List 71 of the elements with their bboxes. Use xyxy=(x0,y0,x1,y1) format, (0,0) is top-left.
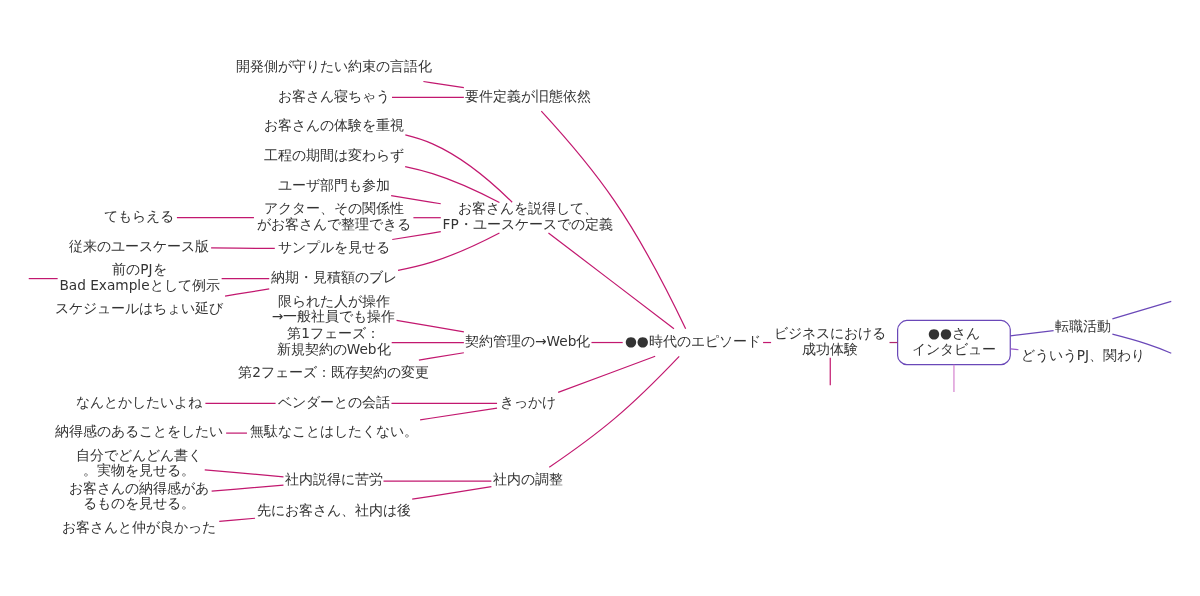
node-text: 工程の期間は変わらず xyxy=(263,147,404,164)
node-text: ベンダーとの会話 xyxy=(277,393,390,410)
connector xyxy=(411,486,492,500)
connector xyxy=(225,432,248,434)
connector xyxy=(548,355,680,468)
node-text: どういうPJ、関わり xyxy=(1020,347,1146,364)
connector xyxy=(397,232,501,271)
connector xyxy=(391,96,465,99)
connector xyxy=(218,517,256,522)
connector xyxy=(404,165,501,204)
node-text: なんとかしたいよね xyxy=(76,393,203,410)
node-text: アクター、その関係性がお客さんで整理できる xyxy=(256,200,411,232)
node-text: 先にお客さん、社内は後 xyxy=(256,501,411,518)
node-text: 社内の調整 xyxy=(492,471,563,488)
connector xyxy=(590,341,624,344)
connector xyxy=(391,341,465,344)
connector xyxy=(210,247,276,250)
node-text: ビジネスにおける成功体験 xyxy=(774,325,887,357)
connector xyxy=(224,288,270,297)
connector xyxy=(204,402,277,405)
connector xyxy=(1009,330,1055,337)
connector xyxy=(221,277,270,280)
connector xyxy=(422,80,465,89)
connector xyxy=(1111,300,1172,320)
node-text: きっかけ xyxy=(499,393,556,410)
connector xyxy=(540,110,687,330)
node-text: 自分でどんどん書く。実物を見せる。 xyxy=(76,447,203,479)
node-text: 開発側が守りたい約束の言語化 xyxy=(235,58,432,75)
node-text: 転職活動 xyxy=(1054,317,1111,334)
connector xyxy=(418,352,465,361)
node-text: 前のPJをBad Exampleとして例示 xyxy=(59,261,220,293)
node-text: ユーザ部門も参加 xyxy=(277,176,390,193)
node-text: 納得感のあることをしたい xyxy=(55,423,224,440)
connector xyxy=(557,355,656,393)
node-text: てもらえる xyxy=(104,208,175,225)
node-text: 無駄なことはしたくない。 xyxy=(249,423,418,440)
connector xyxy=(390,402,498,405)
connector xyxy=(1010,348,1020,351)
node-box: ●●さんインタビュー xyxy=(897,319,1011,366)
connector xyxy=(139,479,140,483)
connector xyxy=(390,195,442,205)
node-text: 従来のユースケース版 xyxy=(69,237,210,254)
connector xyxy=(829,357,831,386)
connector xyxy=(419,407,498,421)
node-text: お客さんと仲が良かった xyxy=(62,518,217,535)
connector xyxy=(28,277,59,280)
connector xyxy=(211,484,285,492)
node-text: 納期・見積額のブレ xyxy=(270,268,397,285)
connector xyxy=(176,217,255,219)
node-text: お客さん寝ちゃう xyxy=(277,87,390,104)
connector xyxy=(1111,333,1172,354)
node-text: 第2フェーズ：既存契約の変更 xyxy=(238,364,429,381)
node-text: サンプルを見せる xyxy=(277,239,390,256)
connector xyxy=(412,217,442,219)
connector xyxy=(547,232,675,330)
node-text: 第1フェーズ：新規契約のWeb化 xyxy=(276,325,391,357)
node-text: 契約管理の→Web化 xyxy=(465,332,591,349)
node-text: 限られた人が操作→一般社員でも操作 xyxy=(271,292,396,324)
connector xyxy=(204,469,285,478)
connector xyxy=(382,480,492,482)
connector xyxy=(404,134,513,203)
node-text: お客さんを説得して、FP・ユースケースでの定義 xyxy=(442,200,613,232)
node-text: お客さんの体験を重視 xyxy=(263,117,404,134)
connector xyxy=(391,231,442,241)
connector xyxy=(953,364,955,393)
node-text: ●●時代のエピソード xyxy=(624,332,761,349)
node-text: 要件定義が旧態依然 xyxy=(464,87,591,104)
node-text: スケジュールはちょい延び xyxy=(55,300,224,317)
connector xyxy=(395,319,465,333)
node-text: 社内説得に苦労 xyxy=(284,471,383,488)
node-text: お客さんの納得感があるものを見せる。 xyxy=(69,479,210,512)
